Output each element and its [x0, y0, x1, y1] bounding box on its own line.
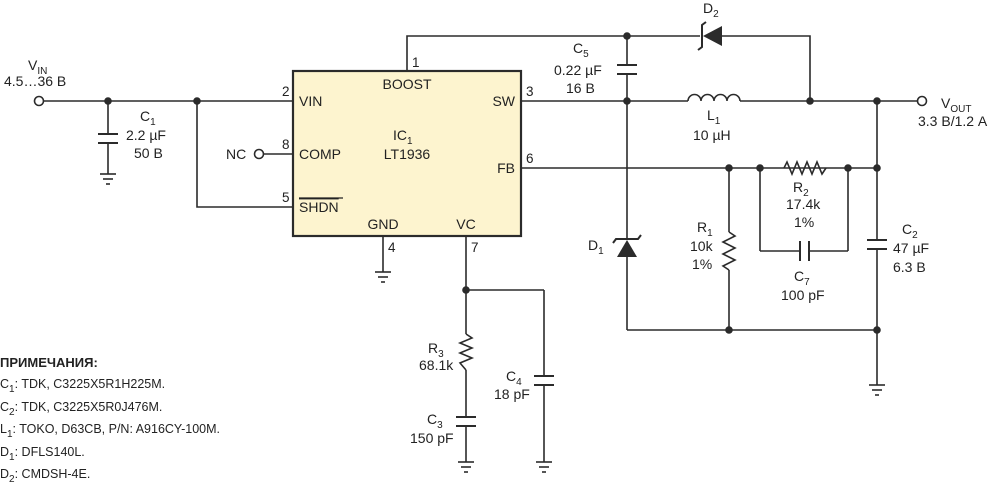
- ground-icon: [375, 271, 391, 283]
- pin-number-3: 3: [526, 84, 534, 99]
- pin-number-4: 4: [388, 240, 396, 255]
- pin-number-6: 6: [526, 151, 534, 166]
- note-item: D2: CMDSH-4E.: [0, 467, 90, 485]
- ground-icon: [536, 461, 552, 473]
- c1-voltage: 50 В: [134, 145, 163, 161]
- vout-label: VOUT: [941, 95, 971, 115]
- d1-designator: D1: [588, 237, 604, 257]
- note-item: D1: DFLS140L.: [0, 445, 85, 463]
- c7-value: 100 pF: [781, 287, 825, 303]
- vout-terminal-icon: [916, 95, 928, 107]
- capacitor-c7-icon: [799, 241, 810, 261]
- c2-voltage: 6.3 В: [893, 259, 926, 275]
- note-item: C1: TDK, C3225X5R1H225M.: [0, 377, 165, 395]
- c7-designator: C7: [794, 268, 810, 288]
- ground-icon: [869, 384, 885, 396]
- diode-d2-icon: [697, 21, 722, 51]
- note-item: C2: TDK, C3225X5R0J476M.: [0, 400, 162, 418]
- diode-d1-icon: [612, 234, 642, 257]
- vin-terminal-icon: [33, 95, 45, 107]
- nc-terminal-icon: [253, 148, 265, 160]
- pin-number-7: 7: [471, 240, 479, 255]
- pin-name-vc: VC: [456, 216, 475, 232]
- capacitor-c3-icon: [456, 416, 476, 427]
- r2-designator: R2: [793, 179, 809, 199]
- ground-icon: [100, 173, 116, 185]
- capacitor-c4-icon: [534, 375, 554, 386]
- r3-value: 68.1k: [419, 357, 454, 373]
- pin-number-2: 2: [282, 84, 290, 99]
- resistor-r3-icon: [457, 333, 475, 371]
- r3-designator: R3: [428, 340, 444, 360]
- wires: [43, 35, 918, 462]
- c5-voltage: 16 В: [566, 80, 595, 96]
- ic-designator: IC1: [393, 127, 413, 147]
- d2-designator: D2: [703, 0, 719, 20]
- r2-tolerance: 1%: [794, 214, 814, 230]
- pin-name-comp: COMP: [299, 146, 341, 162]
- r2-value: 17.4k: [786, 196, 821, 212]
- vin-label: VIN: [28, 57, 47, 77]
- l1-value: 10 µH: [693, 127, 731, 143]
- c4-designator: C4: [506, 368, 522, 388]
- r1-designator: R1: [697, 219, 713, 239]
- l1-designator: L1: [707, 107, 721, 127]
- pin-name-fb: FB: [497, 160, 515, 176]
- pin-name-vin: VIN: [299, 93, 322, 109]
- resistor-r1-icon: [721, 231, 737, 271]
- pin-number-1: 1: [412, 55, 420, 70]
- r1-value: 10k: [690, 238, 714, 254]
- vout-value: 3.3 В/1.2 А: [918, 113, 988, 129]
- r1-tolerance: 1%: [692, 256, 712, 272]
- c1-value: 2.2 µF: [126, 127, 166, 143]
- pin-number-5: 5: [282, 190, 290, 205]
- resistor-r2-icon: [783, 159, 827, 177]
- capacitor-c5-icon: [617, 64, 637, 75]
- pin-name-shdn: SHDN: [299, 199, 339, 215]
- junction-dots: [104, 32, 881, 334]
- nc-label: NC: [226, 146, 246, 162]
- c2-value: 47 µF: [893, 240, 929, 256]
- ground-icon: [458, 461, 474, 473]
- notes-title: ПРИМЕЧАНИЯ:: [0, 355, 98, 370]
- c2-designator: C2: [902, 221, 918, 241]
- capacitor-c1-icon: [98, 133, 118, 144]
- c5-designator: C5: [573, 40, 589, 60]
- c1-designator: C1: [140, 108, 156, 128]
- c3-designator: C3: [427, 411, 443, 431]
- c3-value: 150 pF: [410, 430, 454, 446]
- pin-name-boost: BOOST: [382, 76, 431, 92]
- pin-name-sw: SW: [492, 93, 515, 109]
- pin-name-gnd: GND: [367, 216, 398, 232]
- note-item: L1: TOKO, D63CB, P/N: A916CY-100M.: [0, 422, 220, 440]
- pin-number-8: 8: [282, 137, 290, 152]
- inductor-l1-icon: [687, 93, 741, 102]
- c5-value: 0.22 µF: [554, 62, 602, 78]
- capacitor-c2-icon: [867, 239, 887, 250]
- ic-part-number: LT1936: [384, 146, 431, 162]
- vin-range: 4.5…36 В: [4, 73, 66, 89]
- ic-lt1936-body[interactable]: [291, 69, 523, 238]
- c4-value: 18 pF: [494, 386, 530, 402]
